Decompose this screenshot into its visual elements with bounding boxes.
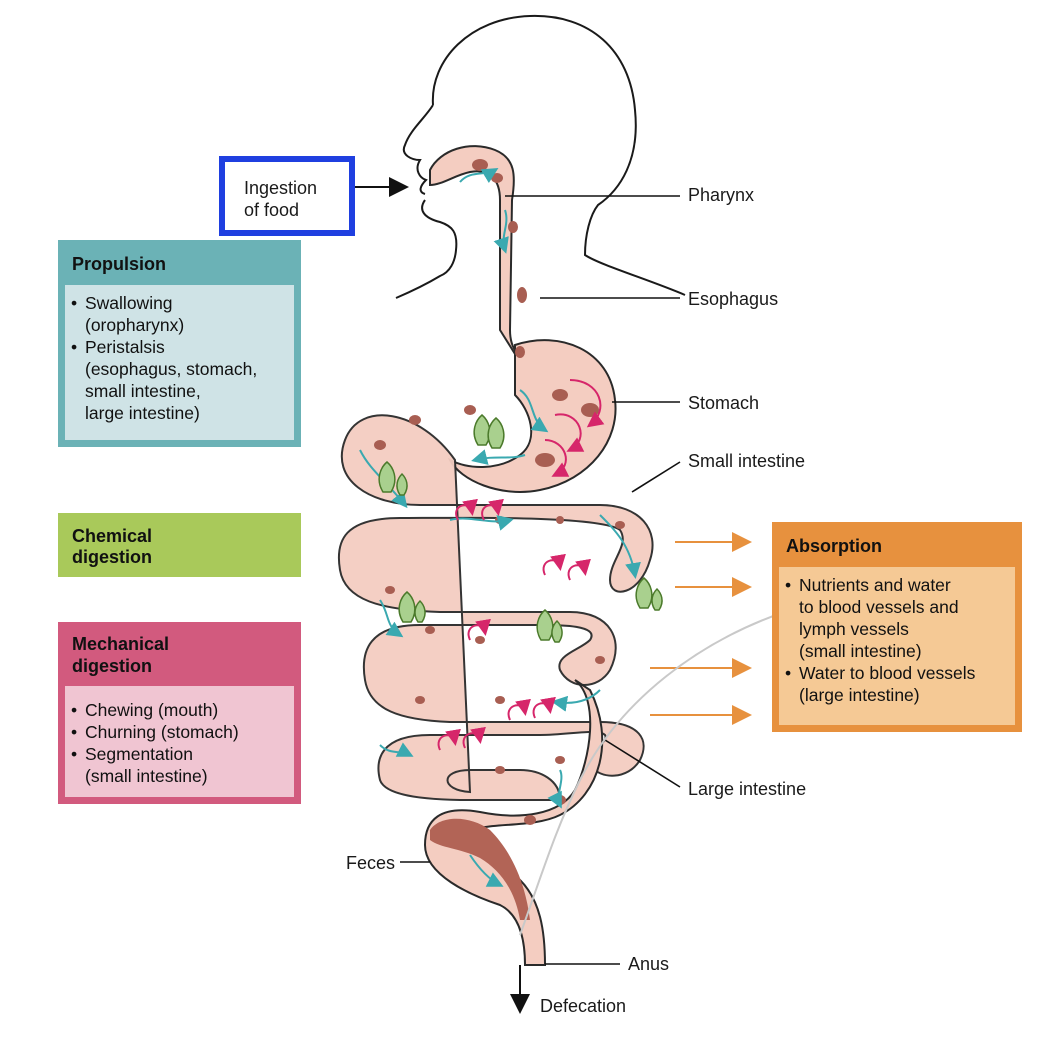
propulsion-item-sub: small intestine, <box>85 381 201 401</box>
absorption-item-nutrients: Nutrients and water to blood vessels and… <box>785 574 1015 662</box>
small-intestine-label: Small intestine <box>688 451 806 471</box>
absorption-body: Nutrients and water to blood vessels and… <box>779 567 1015 725</box>
chemical-title-line2: digestion <box>72 547 152 567</box>
propulsion-item-peristalsis: Peristalsis (esophagus, stomach, small i… <box>71 336 294 424</box>
ingestion-label-line2: of food <box>244 200 300 220</box>
feces-mass <box>430 818 530 920</box>
propulsion-box: Propulsion Swallowing (oropharynx) Peris… <box>58 240 301 447</box>
propulsion-title: Propulsion <box>72 254 166 274</box>
defecation-label: Defecation <box>540 996 627 1016</box>
absorption-arrows <box>650 532 752 725</box>
ingestion-highlight-box <box>219 156 355 236</box>
mechanical-item-main: Segmentation <box>85 744 193 764</box>
digestive-tract <box>337 145 654 966</box>
mechanical-title-line2: digestion <box>72 656 152 676</box>
pharynx-label: Pharynx <box>688 185 755 205</box>
anus-label: Anus <box>628 954 670 974</box>
absorption-item-line: Water to blood vessels <box>799 663 976 683</box>
head-silhouette <box>395 14 686 299</box>
mechanical-item-segmentation: Segmentation (small intestine) <box>71 743 294 787</box>
chemical-digestion-box: Chemical digestion <box>58 513 301 577</box>
absorption-item-line: (small intestine) <box>799 641 922 661</box>
absorption-item-line: to blood vessels and <box>799 597 959 617</box>
stomach-label: Stomach <box>688 393 760 413</box>
chemical-title-line1: Chemical <box>72 526 153 546</box>
propulsion-item-swallowing: Swallowing (oropharynx) <box>71 292 294 336</box>
esophagus-label: Esophagus <box>688 289 779 309</box>
mechanical-item-sub: (small intestine) <box>85 766 208 786</box>
mechanical-title-line1: Mechanical <box>72 634 170 654</box>
absorption-box: Absorption Nutrients and water to blood … <box>772 522 1022 732</box>
ingestion-label-line1: Ingestion <box>244 178 318 198</box>
mechanical-digestion-box: Mechanical digestion Chewing (mouth) Chu… <box>58 622 301 804</box>
absorption-item-line: Nutrients and water <box>799 575 951 595</box>
absorption-item-water: Water to blood vessels (large intestine) <box>785 662 1015 706</box>
absorption-item-line: lymph vessels <box>799 619 909 639</box>
absorption-item-line: (large intestine) <box>799 685 920 705</box>
propulsion-arrows <box>359 167 641 887</box>
propulsion-body: Swallowing (oropharynx) Peristalsis (eso… <box>65 285 294 440</box>
propulsion-item-sub: (oropharynx) <box>85 315 185 335</box>
propulsion-item-sub: (esophagus, stomach, <box>85 359 258 379</box>
leader-lines <box>400 195 681 965</box>
feces-label: Feces <box>346 853 396 873</box>
propulsion-item-sub: large intestine) <box>85 403 200 423</box>
absorption-title: Absorption <box>786 536 882 556</box>
mechanical-arrows <box>437 379 605 751</box>
mechanical-item-main: Churning (stomach) <box>85 722 239 742</box>
mechanical-item-chewing: Chewing (mouth) <box>71 699 294 721</box>
mechanical-body: Chewing (mouth) Churning (stomach) Segme… <box>65 686 294 797</box>
mechanical-item-main: Chewing (mouth) <box>85 700 219 720</box>
large-intestine-label: Large intestine <box>688 779 807 799</box>
propulsion-item-main: Peristalsis <box>85 337 165 357</box>
propulsion-item-main: Swallowing <box>85 293 173 313</box>
faint-curve <box>519 609 791 936</box>
mechanical-item-churning: Churning (stomach) <box>71 721 294 743</box>
